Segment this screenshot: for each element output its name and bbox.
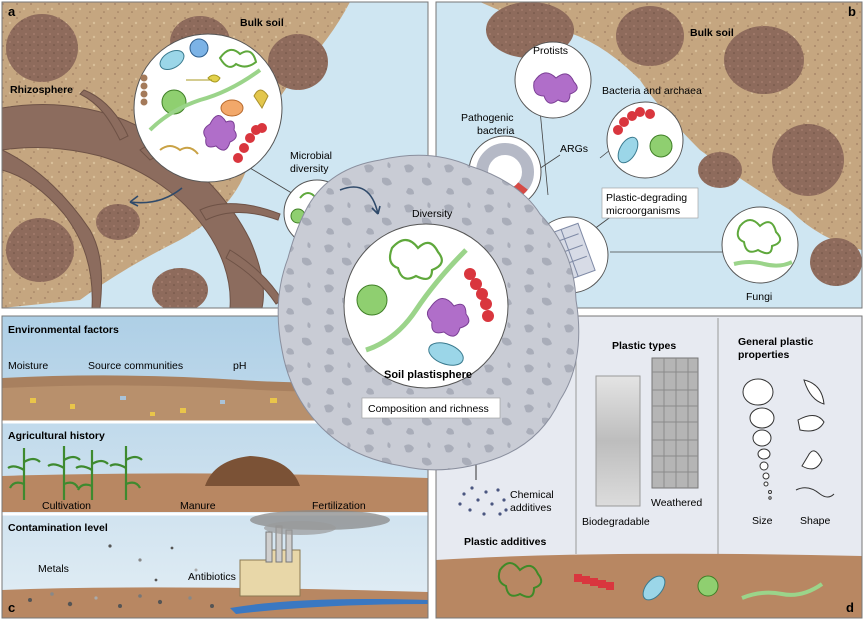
pollutant-dots bbox=[28, 544, 214, 608]
panel-d-letter: d bbox=[846, 600, 854, 615]
panel-a bbox=[2, 2, 428, 308]
rhizosphere-label: Rhizosphere bbox=[10, 84, 73, 96]
labels: a Bulk soil Rhizosphere Microbial divers… bbox=[8, 4, 856, 615]
biodegradable-swatch bbox=[595, 375, 641, 507]
protists-circle bbox=[514, 41, 592, 119]
metals-label: Metals bbox=[38, 563, 69, 575]
panel-a-letter: a bbox=[8, 4, 16, 19]
general-props-title-1: General plastic bbox=[738, 336, 813, 348]
soil-clods-b bbox=[486, 2, 862, 286]
fungi-circle bbox=[721, 206, 799, 284]
soil-plastisphere-blob bbox=[277, 154, 580, 471]
fungi-label: Fungi bbox=[746, 291, 772, 303]
biodegradable-label: Biodegradable bbox=[582, 516, 650, 528]
env-factors-title: Environmental factors bbox=[8, 324, 119, 336]
diversity-label: Diversity bbox=[412, 208, 453, 220]
corn-plants bbox=[7, 446, 143, 500]
soil-clods bbox=[6, 14, 328, 308]
moisture-label: Moisture bbox=[8, 360, 48, 372]
rhizosphere-microbes-circle bbox=[133, 33, 283, 183]
shape-label: Shape bbox=[800, 515, 831, 527]
chemical-label-2: additives bbox=[510, 502, 551, 514]
panel-b bbox=[436, 2, 862, 308]
soil-plastisphere-label: Soil plastisphere bbox=[384, 369, 472, 381]
bulk-soil-a: Bulk soil bbox=[240, 17, 284, 29]
plastic-degrading-label-1: Plastic-degrading bbox=[606, 192, 687, 204]
panel-b-letter: b bbox=[848, 4, 856, 19]
bulk-soil-b: Bulk soil bbox=[690, 27, 734, 39]
plastic-additives-title: Plastic additives bbox=[464, 536, 546, 548]
microbial-label-1: Microbial bbox=[290, 150, 332, 162]
panel-a-frame bbox=[1, 1, 429, 309]
chemical-label-1: Chemical bbox=[510, 489, 554, 501]
plastic-degrading-label-2: microorganisms bbox=[606, 205, 680, 217]
size-shapes bbox=[742, 378, 835, 500]
river bbox=[230, 599, 428, 614]
factory bbox=[239, 510, 390, 597]
protists-label: Protists bbox=[533, 45, 568, 57]
bottom-microbes bbox=[497, 562, 824, 601]
plastic-degrading-box bbox=[601, 187, 699, 219]
weathered-cracks bbox=[652, 358, 698, 488]
size-label: Size bbox=[752, 515, 773, 527]
cultivation-label: Cultivation bbox=[42, 500, 91, 512]
fertilization-label: Fertilization bbox=[312, 500, 366, 512]
pathogenic-label-2: bacteria bbox=[477, 125, 515, 137]
agri-history-title: Agricultural history bbox=[8, 430, 105, 442]
microbial-label-2: diversity bbox=[290, 163, 329, 175]
manure-pile bbox=[205, 456, 300, 486]
source-communities-label: Source communities bbox=[88, 360, 183, 372]
pathogenic-label-1: Pathogenic bbox=[461, 112, 514, 124]
bacteria-archaea-label: Bacteria and archaea bbox=[602, 85, 702, 97]
panel-b-frame bbox=[435, 1, 863, 309]
panel-c-letter: c bbox=[8, 600, 15, 615]
weathered-swatch bbox=[651, 357, 699, 489]
antibiotics-label: Antibiotics bbox=[188, 571, 236, 583]
contamination-title: Contamination level bbox=[8, 522, 108, 534]
manure-label: Manure bbox=[180, 500, 216, 512]
ph-label: pH bbox=[233, 360, 246, 372]
bacteria-archaea-circle bbox=[606, 101, 684, 179]
args-label: ARGs bbox=[560, 143, 588, 155]
general-props-title-2: properties bbox=[738, 349, 790, 361]
plastic-types-title: Plastic types bbox=[612, 340, 676, 352]
weathered-label: Weathered bbox=[651, 497, 702, 509]
chem-dots bbox=[458, 486, 508, 516]
composition-label: Composition and richness bbox=[368, 403, 489, 415]
